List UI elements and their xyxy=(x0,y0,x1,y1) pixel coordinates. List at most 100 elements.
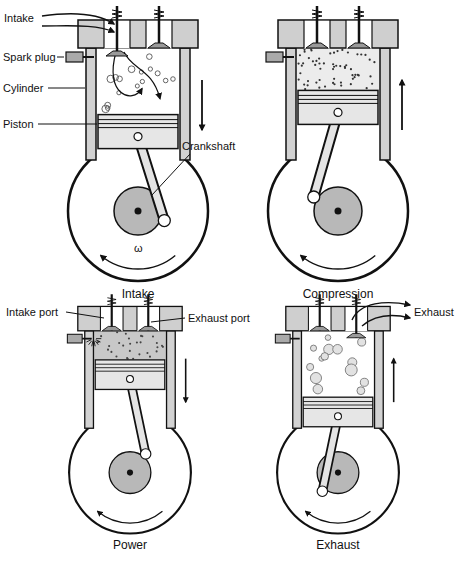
gas-dot xyxy=(129,350,131,352)
leader-line xyxy=(57,57,64,58)
mixture-dot xyxy=(340,85,342,87)
cylinder-wall xyxy=(293,331,302,428)
mixture-dot xyxy=(314,64,316,66)
gas-charge xyxy=(307,335,369,395)
valve-head xyxy=(347,333,366,337)
leader-line xyxy=(38,124,97,125)
stroke-caption: Compression xyxy=(303,287,374,301)
spark-ray xyxy=(89,341,92,345)
cylinder-head xyxy=(278,20,398,48)
mixture-droplet xyxy=(128,66,135,73)
valve-head xyxy=(310,326,329,330)
motion-arrow xyxy=(401,80,403,130)
mixture-dot xyxy=(329,52,331,54)
gas-charge xyxy=(102,52,175,113)
port-wall xyxy=(367,306,368,330)
connecting-rod xyxy=(322,416,338,491)
gas-dot xyxy=(146,352,148,354)
spark-plug-electrode xyxy=(83,56,94,58)
cylinder-wall xyxy=(380,48,390,160)
cylinder-wall xyxy=(375,331,384,428)
mixture-dot xyxy=(299,54,301,56)
mixture-dot xyxy=(315,60,317,62)
angular-velocity-symbol: ω xyxy=(134,242,143,255)
gas-dot xyxy=(115,355,117,357)
mixture-dot xyxy=(352,78,354,80)
port-wall xyxy=(344,306,345,330)
gas-dot xyxy=(140,341,142,343)
mixture-dot xyxy=(298,78,300,80)
mixture-droplet xyxy=(102,105,109,112)
part-label: Crankshaft xyxy=(182,140,235,153)
wrist-pin xyxy=(127,376,134,383)
mixture-dot xyxy=(303,84,305,86)
mixture-dot xyxy=(312,60,314,62)
cylinder-wall xyxy=(286,48,296,160)
gas-dot xyxy=(108,345,110,347)
port-wall xyxy=(308,306,309,330)
mixture-dot xyxy=(358,74,360,76)
mixture-dot xyxy=(353,76,355,78)
exhaust-puff xyxy=(358,338,366,346)
piston-ring xyxy=(98,119,178,120)
port-wall xyxy=(100,306,101,330)
port-wall xyxy=(329,20,330,48)
gas-dot xyxy=(138,353,140,355)
piston-ring xyxy=(95,364,165,365)
crankshaft-axis xyxy=(335,208,342,215)
mixture-dot xyxy=(350,68,352,70)
gas-dot xyxy=(136,341,138,343)
valve-spring xyxy=(107,298,116,305)
exhaust-puff xyxy=(325,335,331,341)
mixture-dot xyxy=(351,74,353,76)
mixture-dot xyxy=(307,80,309,82)
port-wall xyxy=(345,20,346,48)
port-wall xyxy=(103,20,104,48)
valve-head xyxy=(306,43,328,48)
exhaust-puff xyxy=(307,363,314,370)
piston xyxy=(95,360,165,390)
piston-ring xyxy=(303,408,373,409)
mixture-dot xyxy=(336,50,338,52)
wrist-pin xyxy=(134,133,142,141)
engine-figure xyxy=(266,6,408,281)
mixture-dot xyxy=(339,65,341,67)
mixture-dot xyxy=(308,57,310,59)
gas-dot xyxy=(116,331,118,333)
mixture-dot xyxy=(299,72,301,74)
cylinder-head xyxy=(78,20,198,48)
engine-figure xyxy=(275,294,399,533)
mixture-dot xyxy=(360,53,362,55)
mixture-dot xyxy=(356,53,358,55)
valve-head xyxy=(348,43,370,48)
gas-flow-arrow xyxy=(42,14,114,24)
stroke-caption: Power xyxy=(113,538,147,552)
mixture-dot xyxy=(323,62,325,64)
mixture-dot xyxy=(333,78,335,80)
mixture-droplet xyxy=(148,67,152,71)
port-wall xyxy=(303,20,304,48)
valve-spring xyxy=(154,10,164,18)
exhaust-puff xyxy=(310,345,316,351)
flow-label: Intake xyxy=(4,12,34,25)
gas-dot xyxy=(107,349,109,351)
gas-dot xyxy=(149,356,151,358)
rotation-arrow xyxy=(306,511,371,523)
port-wall xyxy=(159,306,160,330)
part-label: Spark plug xyxy=(3,51,56,64)
mixture-droplet xyxy=(135,84,139,88)
wrist-pin xyxy=(335,413,342,420)
crank-pin xyxy=(140,449,150,459)
mixture-dot xyxy=(347,51,349,53)
mixture-droplet xyxy=(171,77,176,82)
spark-plug-electrode xyxy=(290,338,300,340)
mixture-dot xyxy=(301,65,303,67)
burning-charge xyxy=(93,331,166,360)
mixture-dot xyxy=(319,68,321,70)
gas-dot xyxy=(122,345,124,347)
mixture-dot xyxy=(341,49,343,51)
crankcase xyxy=(277,412,399,534)
spark-plug-electrode xyxy=(82,338,92,340)
spark-plug-electrode xyxy=(283,56,294,58)
mixture-dot xyxy=(297,62,299,64)
